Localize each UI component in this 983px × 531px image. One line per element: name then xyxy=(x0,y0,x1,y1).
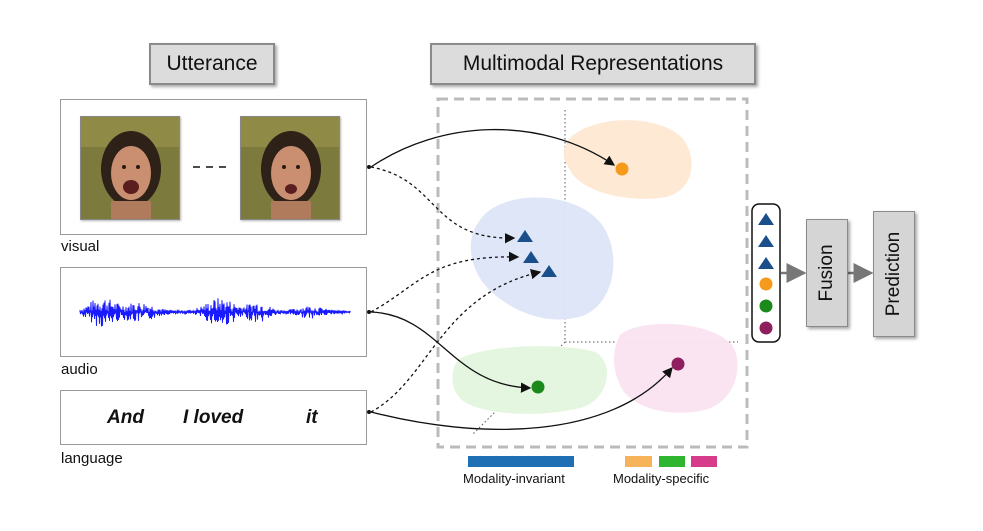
invariant-marker-audio xyxy=(523,251,539,263)
arrow-language-invariant xyxy=(370,268,542,413)
invariant-marker-language xyxy=(541,265,557,277)
vector-audio xyxy=(759,299,773,313)
face-image-first xyxy=(81,117,179,219)
vector-invariant-2 xyxy=(758,235,774,247)
visual-label: visual xyxy=(61,238,100,255)
sentence-word-3: it xyxy=(306,407,318,428)
vector-visual xyxy=(759,277,773,291)
vector-language xyxy=(759,321,773,335)
arrow-audio-invariant xyxy=(370,251,520,313)
audio-specific-marker xyxy=(531,380,545,394)
audio-label: audio xyxy=(61,361,98,378)
vector-invariant-1 xyxy=(758,213,774,225)
audio-anchor xyxy=(367,310,371,314)
sentence-word-2: I loved xyxy=(183,407,244,428)
sentence-word-1: And xyxy=(107,407,144,428)
utterance-header-label: Utterance xyxy=(166,52,258,75)
legend-invariant-swatch xyxy=(468,456,574,467)
representation-space xyxy=(436,97,749,449)
legend-specific-swatch-1 xyxy=(625,456,652,467)
arrow-visual-invariant xyxy=(370,166,516,244)
arrow-language-specific xyxy=(370,367,673,430)
audio-specific-cluster xyxy=(452,346,607,414)
language-anchor xyxy=(367,410,371,414)
representation-vector xyxy=(751,203,781,343)
representations-header-label: Multimodal Representations xyxy=(462,52,724,75)
arrow-audio-specific xyxy=(370,311,532,393)
legend-specific-label: Modality-specific xyxy=(613,471,710,486)
face-image-last xyxy=(241,117,339,219)
visual-anchor xyxy=(367,165,371,169)
arrow-visual-specific xyxy=(370,128,616,168)
invariant-cluster xyxy=(470,197,614,320)
fusion-box: Fusion xyxy=(806,219,848,327)
visual-specific-cluster xyxy=(563,120,692,199)
legend-specific-swatch-3 xyxy=(691,456,717,467)
fusion-label: Fusion xyxy=(816,244,837,302)
utterance-header: Utterance xyxy=(149,43,275,85)
representations-header: Multimodal Representations xyxy=(430,43,756,85)
vector-invariant-3 xyxy=(758,257,774,269)
language-panel xyxy=(60,390,367,445)
legend-invariant-label: Modality-invariant xyxy=(463,471,565,486)
prediction-label: Prediction xyxy=(883,231,904,317)
video-frame-last xyxy=(240,116,340,220)
language-specific-marker xyxy=(671,357,685,371)
visual-specific-marker xyxy=(615,162,629,176)
prediction-box: Prediction xyxy=(873,211,915,337)
invariant-marker-visual xyxy=(517,230,533,242)
legend-specific-swatch-2 xyxy=(659,456,685,467)
language-label: language xyxy=(61,450,123,467)
video-frame-first xyxy=(80,116,180,220)
